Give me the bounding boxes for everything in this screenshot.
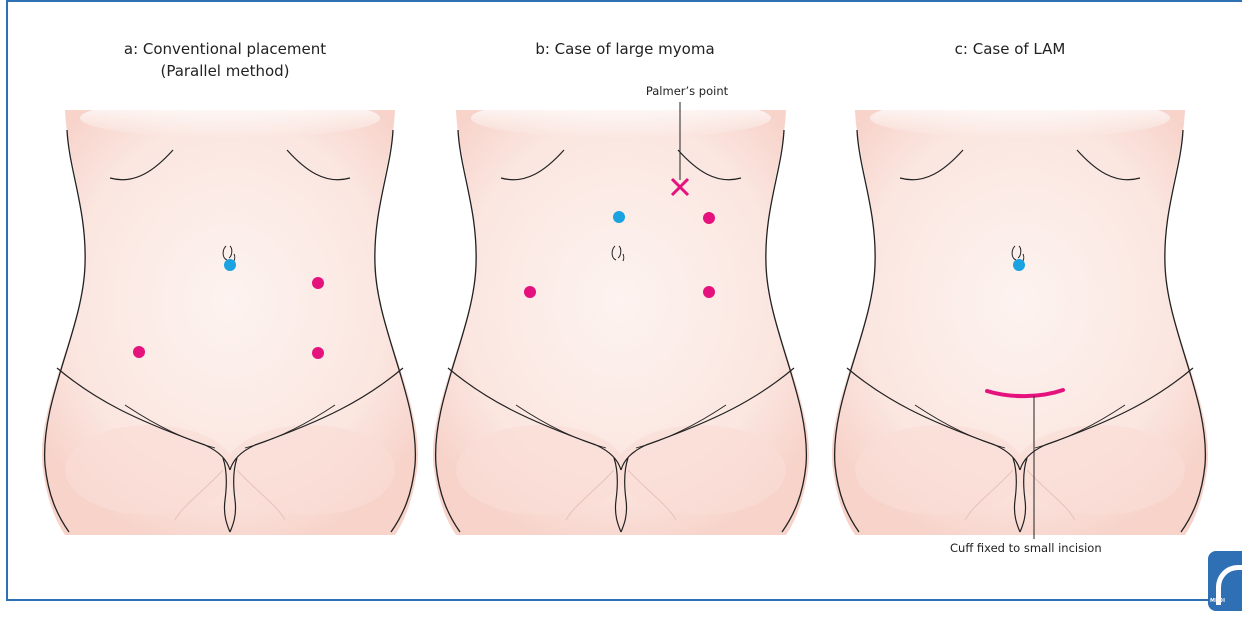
panel-b-port-cyan — [613, 211, 625, 223]
panel-a-torso — [42, 98, 418, 535]
panel-b-port-left — [524, 286, 536, 298]
panel-c-torso — [832, 98, 1208, 539]
publisher-logo: MEDI — [1208, 551, 1242, 611]
panel-b-torso — [433, 98, 809, 535]
logo-text: MEDI — [1210, 598, 1225, 604]
cuff-label: Cuff fixed to small incision — [950, 541, 1150, 555]
panel-c-port-umbilical — [1013, 259, 1025, 271]
panel-b-port-right-upper — [703, 212, 715, 224]
panel-a-port-right-upper — [312, 277, 324, 289]
palmers-point-label: Palmer’s point — [632, 84, 742, 98]
panel-a-port-left-lower — [133, 346, 145, 358]
panel-a-port-umbilical — [224, 259, 236, 271]
panel-a-port-right-lower — [312, 347, 324, 359]
panel-b-port-right-lower — [703, 286, 715, 298]
